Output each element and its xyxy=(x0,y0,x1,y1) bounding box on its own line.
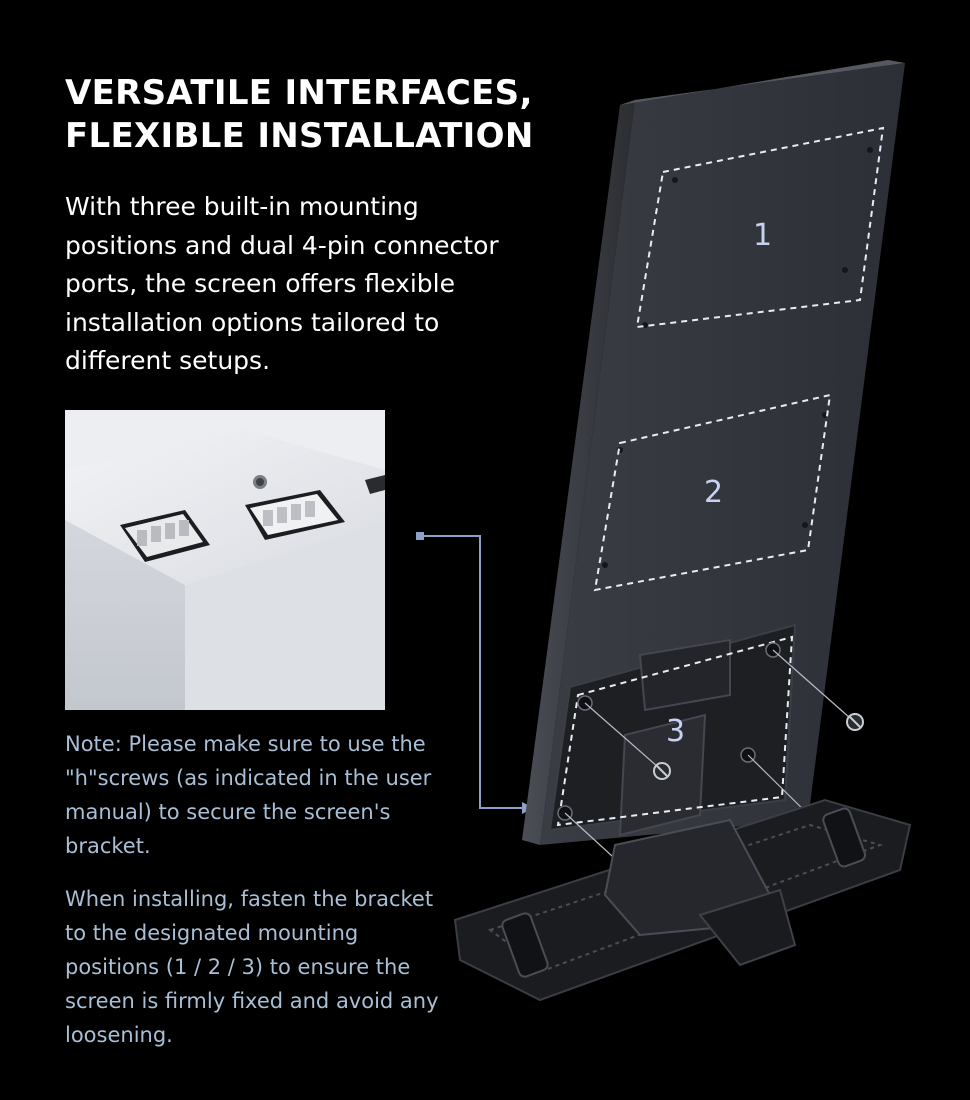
intro-paragraph: With three built-in mounting positions a… xyxy=(65,192,499,375)
mount-zone-2 xyxy=(593,393,832,592)
callout-start-marker xyxy=(416,532,424,540)
note-paragraph: Note: Please make sure to use the "h"scr… xyxy=(65,732,432,858)
connector-closeup-image xyxy=(65,410,385,710)
display-back-illustration: 1 2 3 xyxy=(453,60,912,1002)
installation-paragraph: When installing, fasten the bracket to t… xyxy=(65,887,439,1047)
connector-ports-illustration xyxy=(65,410,385,710)
mount-zone-3 xyxy=(556,635,794,827)
page-title: VERSATILE INTERFACES, FLEXIBLE INSTALLAT… xyxy=(65,72,585,158)
mount-label-2: 2 xyxy=(704,475,723,510)
title-line-1: VERSATILE INTERFACES, xyxy=(65,73,533,113)
mount-zone-1 xyxy=(635,126,885,329)
screw-icon xyxy=(653,762,671,780)
product-rear-view: 1 2 3 xyxy=(430,55,970,1055)
mount-label-1: 1 xyxy=(753,218,772,253)
mount-label-3: 3 xyxy=(666,714,685,749)
title-line-2: FLEXIBLE INSTALLATION xyxy=(65,116,534,156)
screw-icon xyxy=(846,713,864,731)
